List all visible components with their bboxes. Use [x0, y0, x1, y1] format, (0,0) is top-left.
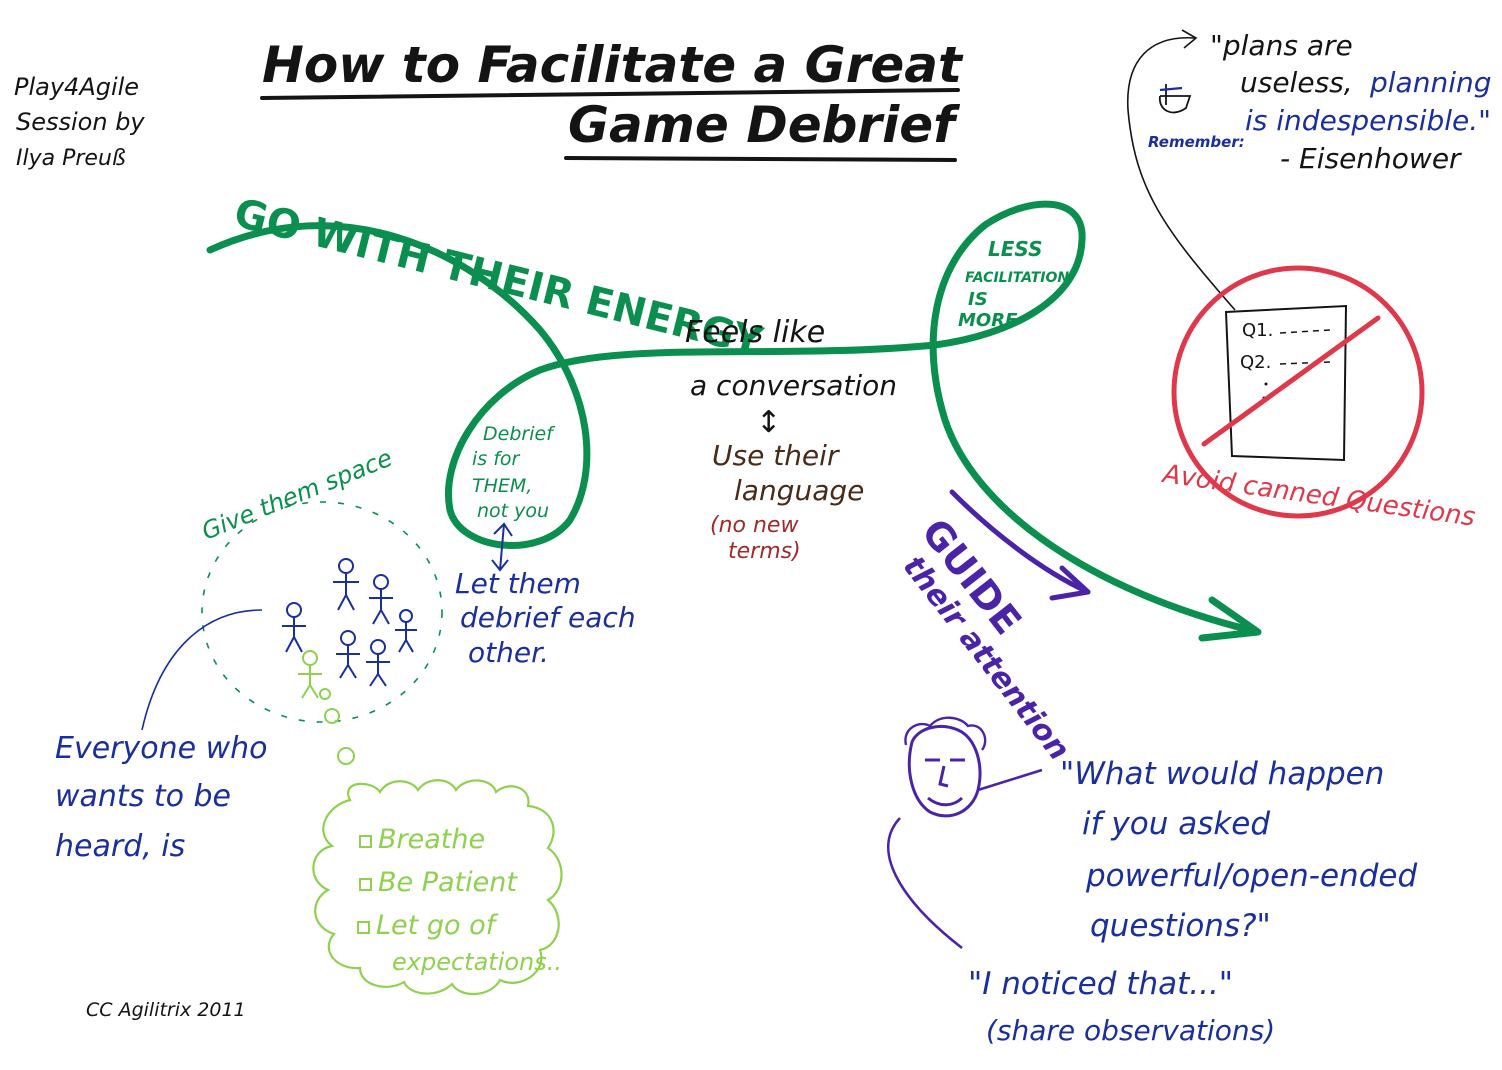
heard-text: Everyone who wants to be heard, is	[55, 731, 268, 864]
lang-line-2: language	[734, 474, 864, 507]
let-them-line-3: other.	[468, 636, 549, 669]
canned-questions-block: Q1. Q2. Avoid canned Questions	[1159, 265, 1477, 533]
title-line-2: Game Debrief	[568, 96, 960, 154]
middle-notes: Feels like a conversation ↕ Use their la…	[685, 315, 897, 564]
people-group	[282, 558, 417, 687]
loop-right-line-3: IS	[968, 289, 988, 310]
author-line-3: Ilya Preuß	[16, 146, 126, 171]
quote-line-2: useless,	[1240, 66, 1353, 99]
questions-line-1: "What would happen	[1060, 756, 1384, 792]
questions-line-2: if you asked	[1082, 806, 1270, 842]
heard-connector	[141, 609, 263, 731]
quote-line-1: "plans are	[1210, 29, 1353, 62]
heard-line-1: Everyone who	[55, 731, 268, 766]
green-path-group: GO WITH THEIR ENERGY Debrief is for THEM…	[206, 190, 1262, 642]
title-underline-2	[564, 156, 957, 162]
cloud-block: Breathe Be Patient Let go of expectation…	[312, 779, 563, 996]
questions-line-3: powerful/open-ended	[1085, 858, 1417, 894]
double-arrow-icon: ↕	[756, 405, 781, 440]
loop-left-line-2: is for	[472, 448, 521, 470]
quote-block: "plans are useless, planning is indespen…	[1127, 29, 1492, 311]
let-them-arrow	[491, 522, 513, 572]
green-main-path	[206, 200, 1254, 634]
checkbox-icon	[359, 878, 372, 891]
space-circle	[201, 501, 443, 723]
loop-left-text: Debrief is for THEM, not you	[472, 423, 556, 522]
person-icon	[333, 558, 359, 611]
question-sheet	[1224, 304, 1348, 462]
cloud-item-cont: expectations..	[392, 948, 562, 976]
sheet-q2: Q2.	[1240, 352, 1271, 373]
purple-arrow-head	[1049, 565, 1091, 601]
title-underline-1	[260, 88, 960, 100]
cloud-items: Breathe Be Patient Let go of expectation…	[357, 824, 562, 976]
noticed-line: "I noticed that..."	[968, 966, 1233, 1002]
let-them-line-2: debrief each	[460, 601, 636, 634]
guide-block: GUIDE their attention	[887, 489, 1091, 950]
person-icon	[336, 630, 360, 679]
credit-line: CC Agilitrix 2011	[86, 999, 246, 1021]
quote-line-2b: planning	[1369, 66, 1492, 99]
loop-right-text: LESS FACILITATION IS MORE	[958, 237, 1069, 331]
lang-line-3: (no new	[710, 513, 799, 538]
cloud-item-2: Be Patient	[378, 867, 518, 898]
questions-line-4: questions?"	[1090, 908, 1271, 944]
heard-line-2: wants to be	[55, 779, 231, 814]
quote-arrow-head	[1181, 29, 1198, 49]
green-arrow-head	[1198, 596, 1262, 642]
let-them-block: Let them debrief each other.	[455, 522, 636, 669]
person-icon	[369, 574, 393, 625]
loop-left-line-1: Debrief	[483, 423, 556, 445]
sheet-dot-1	[1264, 382, 1268, 386]
feels-line-1: Feels like	[685, 315, 825, 350]
remember-label: Remember:	[1148, 133, 1245, 151]
cloud-item-3: Let go of	[376, 910, 499, 941]
purple-arrow	[949, 489, 1091, 595]
loop-left-line-3: THEM,	[472, 475, 532, 497]
sheet-q1: Q1.	[1242, 320, 1273, 341]
space-block: Give them space Everyone who wants to be…	[55, 444, 443, 864]
checkbox-icon	[359, 835, 372, 848]
cloud-outline	[312, 779, 563, 996]
cloud-item-1: Breathe	[378, 824, 485, 855]
sheet-q2-dashes	[1279, 361, 1331, 365]
lang-line-4: terms)	[728, 539, 801, 564]
quote-line-4: - Eisenhower	[1280, 142, 1462, 175]
space-label: Give them space	[198, 444, 396, 546]
loop-right-line-1: LESS	[988, 237, 1043, 261]
loop-left-line-4: not you	[477, 500, 549, 522]
author-line-1: Play4Agile	[14, 73, 139, 101]
light-green-person-icon	[298, 650, 322, 699]
checkbox-icon	[357, 921, 370, 934]
no-sign-circle	[1171, 265, 1425, 519]
title-block: How to Facilitate a Great Game Debrief	[260, 36, 964, 162]
canned-label: Avoid canned Questions	[1159, 459, 1477, 533]
feels-line-2: a conversation	[690, 369, 897, 402]
thought-bubbles	[319, 688, 355, 765]
person-icon	[282, 602, 306, 653]
no-sign-slash	[1201, 315, 1381, 447]
author-line-2: Session by	[16, 108, 145, 136]
heard-line-3: heard, is	[55, 829, 185, 864]
loop-right-line-4: MORE	[958, 310, 1018, 331]
person-icon	[395, 609, 417, 653]
quote-connector-curve	[1127, 37, 1236, 311]
facilitator-face-icon	[887, 716, 1043, 950]
author-block: Play4Agile Session by Ilya Preuß	[14, 73, 145, 171]
loop-right-line-2: FACILITATION	[965, 270, 1069, 286]
share-line: (share observations)	[986, 1014, 1275, 1047]
questions-block: "What would happen if you asked powerful…	[968, 756, 1417, 1047]
sheet-q1-dashes	[1279, 329, 1331, 334]
lang-line-1: Use their	[712, 439, 840, 472]
quote-line-3: is indespensible."	[1245, 104, 1491, 137]
pointing-hand-icon	[1159, 84, 1192, 114]
person-icon	[366, 639, 390, 687]
let-them-line-1: Let them	[455, 567, 581, 600]
title-line-1: How to Facilitate a Great	[262, 36, 964, 94]
